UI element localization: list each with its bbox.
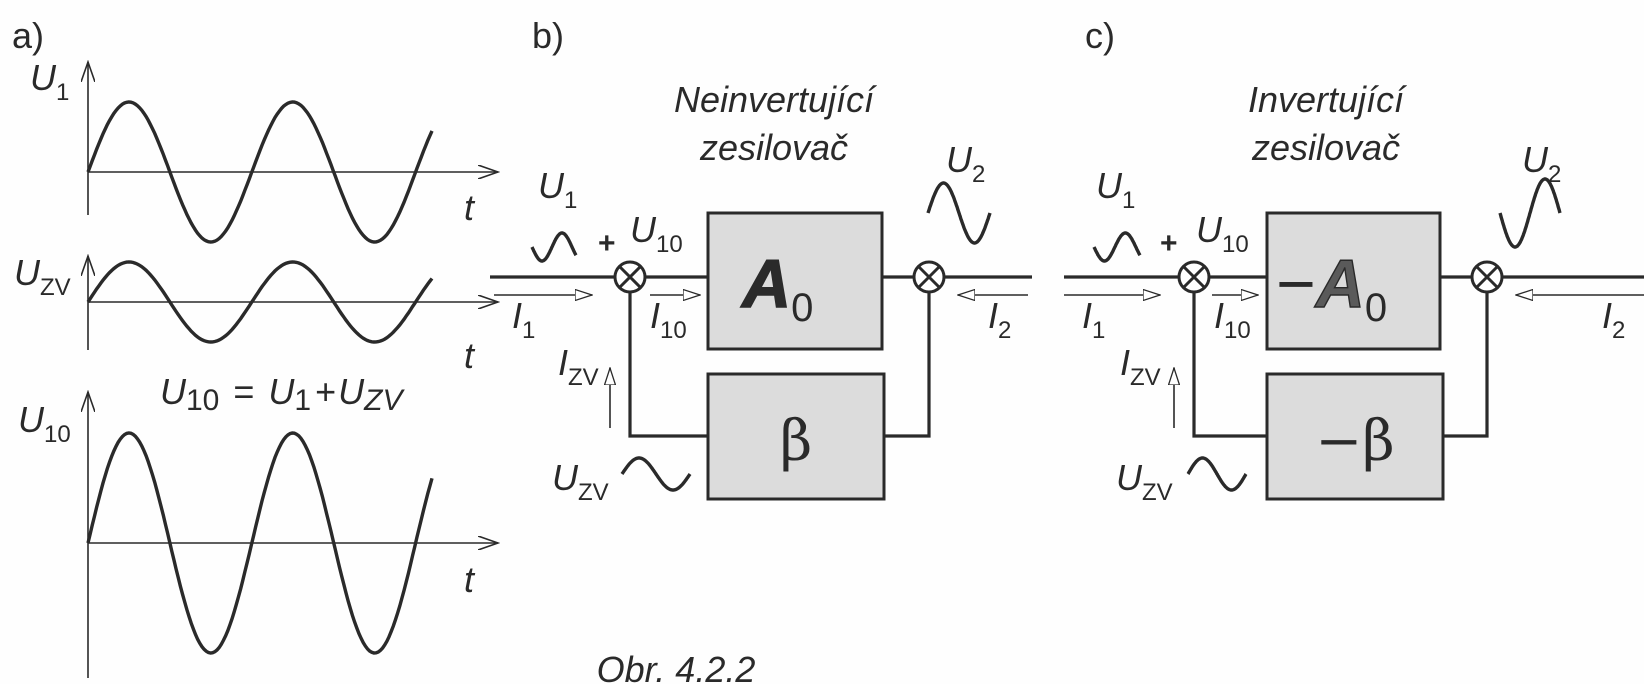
graph2-uzv-curve	[86, 260, 434, 344]
panel-b-izv-label: IZV	[558, 342, 599, 391]
panel-b-u1-label: U1	[538, 165, 577, 214]
graph1-t-label: t	[464, 187, 476, 228]
panel-c-title-line1: Invertující	[1248, 79, 1407, 120]
panel-b-output-summing-node	[912, 260, 946, 294]
panel-b-uzv-sine-icon	[620, 456, 692, 492]
panel-b: b) Neinvertující zesilovač A0 β	[490, 15, 1032, 506]
panel-c-uzv-sine-icon	[1186, 456, 1248, 492]
panel-b-title-line2: zesilovač	[699, 127, 848, 168]
panel-b-i10-label: I10	[650, 295, 687, 344]
graph1-u1-label: U1	[30, 57, 69, 106]
inverting-amplifier-gain-label: −A0	[1276, 246, 1387, 330]
panel-b-i1-label: I1	[512, 295, 535, 344]
panel-c-u1-sine-icon	[1092, 231, 1142, 263]
panel-b-u2-sine-icon	[926, 181, 992, 245]
sum-equation: U10=U1+UZV	[160, 371, 405, 417]
panel-c-title-line2: zesilovač	[1251, 127, 1400, 168]
panel-c-i1-label: I1	[1082, 295, 1105, 344]
panel-c-u2-label: U2	[1522, 139, 1561, 188]
panel-c-label: c)	[1085, 15, 1115, 56]
amplifier-block-a0	[706, 211, 884, 351]
panel-c-uzv-label: UZV	[1116, 457, 1173, 506]
panel-a: a) U1 t UZV t U10 t U10=U1+UZV	[12, 15, 498, 678]
amplifier-gain-label: A0	[740, 246, 813, 330]
panel-c-output-summing-node	[1470, 260, 1504, 294]
inverting-feedback-block	[1265, 372, 1445, 501]
panel-c-input-summing-node	[1177, 260, 1211, 294]
panel-c-u10-label: U10	[1196, 209, 1249, 258]
graph3-u10-curve	[86, 431, 434, 655]
panel-c-i2-label: I2	[1602, 295, 1625, 344]
panel-b-title-line1: Neinvertující	[674, 79, 877, 120]
panel-c-u1-label: U1	[1096, 165, 1135, 214]
graph3-t-label: t	[464, 559, 476, 600]
feedback-block-beta	[706, 372, 886, 501]
panel-b-feedback-wire-right	[884, 292, 931, 438]
figure-caption: Obr. 4.2.2	[597, 649, 756, 684]
graph3-u10-label: U10	[18, 399, 71, 448]
panel-b-u10-label: U10	[630, 209, 683, 258]
feedback-factor-label: β	[780, 409, 812, 474]
panel-a-label: a)	[12, 15, 44, 56]
panel-b-input-summing-node	[613, 260, 647, 294]
panel-c-izv-label: IZV	[1120, 342, 1161, 391]
panel-c-u2-sine-icon	[1498, 177, 1562, 249]
panel-c-plus-sign: +	[1160, 227, 1178, 260]
panel-b-i2-label: I2	[988, 295, 1011, 344]
inverting-amplifier-block	[1265, 211, 1442, 351]
panel-b-feedback-wire-left	[628, 292, 708, 438]
inverting-feedback-factor-label: −β	[1315, 409, 1394, 474]
graph2-t-label: t	[464, 335, 476, 376]
panel-b-label: b)	[532, 15, 564, 56]
panel-b-plus-sign: +	[598, 227, 616, 260]
panel-c-feedback-wire-right	[1443, 292, 1489, 438]
panel-b-u2-label: U2	[946, 139, 985, 188]
panel-c-i10-label: I10	[1214, 295, 1251, 344]
panel-c-feedback-wire-left	[1192, 292, 1267, 438]
graph2-uzv-label: UZV	[14, 252, 71, 301]
panel-b-uzv-label: UZV	[552, 457, 609, 506]
panel-c: c) Invertující zesilovač −A0 −β	[1064, 15, 1644, 506]
panel-b-u1-sine-icon	[530, 231, 578, 263]
graph1-u1-curve	[86, 100, 434, 244]
